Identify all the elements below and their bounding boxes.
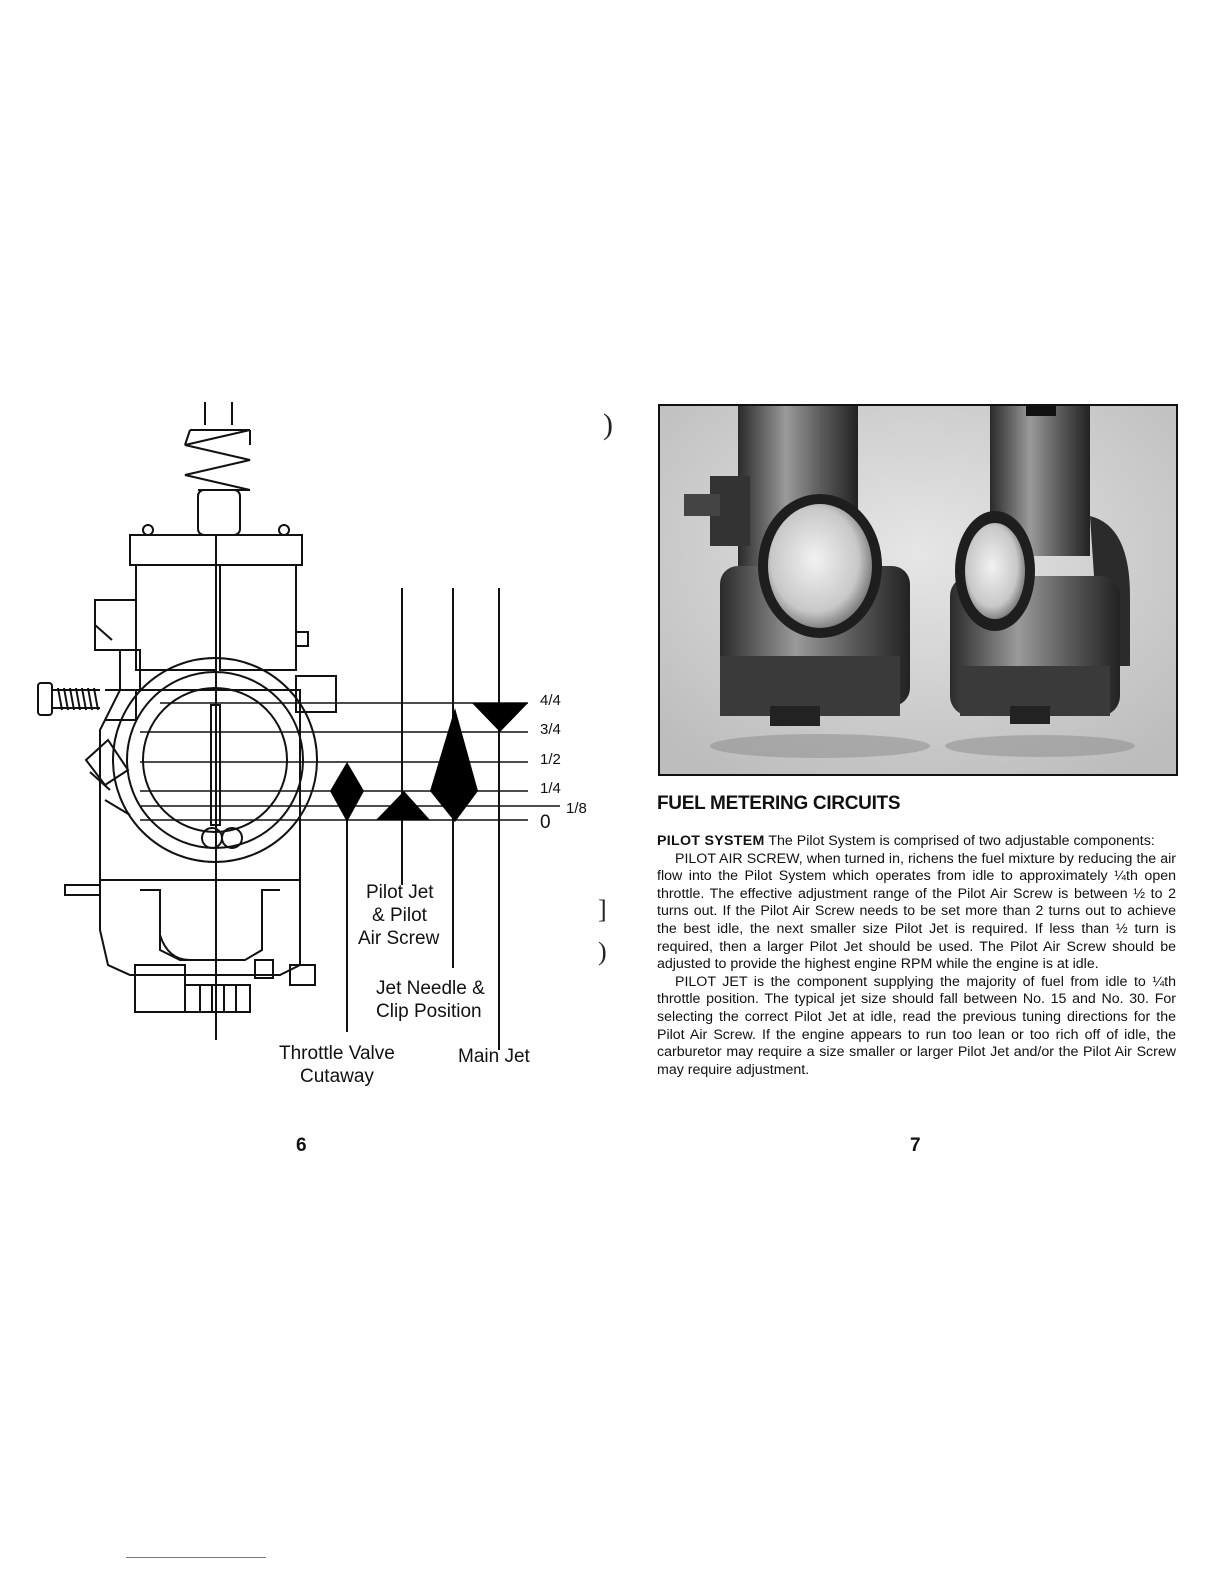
paragraph-pilot-jet: PILOT JET is the component supplying the… bbox=[657, 973, 1176, 1078]
page-number-right: 7 bbox=[910, 1135, 921, 1156]
label-jet-needle-1: Jet Needle & bbox=[376, 978, 485, 999]
page-number-left: 6 bbox=[296, 1135, 307, 1156]
throttle-mark-zero: 0 bbox=[540, 812, 551, 833]
binding-mark: ) bbox=[598, 937, 607, 966]
paragraph-pilot-system: PILOT SYSTEM The Pilot System is compris… bbox=[657, 833, 1176, 851]
section-heading: FUEL METERING CIRCUITS bbox=[657, 793, 901, 814]
pilot-jet-range bbox=[376, 791, 430, 820]
main-jet-range bbox=[472, 703, 528, 732]
throttle-mark-half: 1/2 bbox=[540, 751, 561, 768]
binding-mark: ] bbox=[598, 895, 607, 924]
binding-mark: ) bbox=[603, 408, 613, 441]
label-pilot-jet-2: & Pilot bbox=[372, 905, 427, 926]
throttle-mark-eighth: 1/8 bbox=[566, 800, 587, 817]
left-carburetor bbox=[684, 406, 930, 758]
float-bowl bbox=[64, 879, 316, 1013]
throttle-mark-quarter: 1/4 bbox=[540, 780, 561, 797]
footer-rule bbox=[126, 1557, 266, 1558]
throttle-mark-three-quarter: 3/4 bbox=[540, 721, 561, 738]
carburetor-diagram bbox=[37, 402, 560, 1050]
cable-boot bbox=[184, 402, 251, 536]
pilot-system-lead: PILOT SYSTEM bbox=[657, 833, 765, 849]
throttle-mark-full: 4/4 bbox=[540, 692, 561, 709]
jet-needle-range bbox=[430, 708, 478, 822]
label-pilot-jet-1: Pilot Jet bbox=[366, 882, 434, 903]
carb-body bbox=[84, 657, 318, 881]
throttle-valve-range bbox=[330, 762, 364, 822]
label-throttle-valve-2: Cutaway bbox=[300, 1066, 374, 1087]
label-main-jet: Main Jet bbox=[458, 1046, 530, 1067]
right-carburetor bbox=[945, 406, 1135, 757]
label-throttle-valve-1: Throttle Valve bbox=[279, 1043, 395, 1064]
pilot-system-text: The Pilot System is comprised of two adj… bbox=[764, 833, 1155, 849]
paragraph-pilot-air-screw: PILOT AIR SCREW, when turned in, richens… bbox=[657, 850, 1176, 973]
label-pilot-jet-3: Air Screw bbox=[358, 928, 440, 949]
body-text: PILOT SYSTEM The Pilot System is compris… bbox=[657, 833, 1176, 1079]
carburetor-photo bbox=[658, 404, 1178, 776]
label-jet-needle-2: Clip Position bbox=[376, 1001, 482, 1022]
idle-screw bbox=[37, 682, 100, 716]
